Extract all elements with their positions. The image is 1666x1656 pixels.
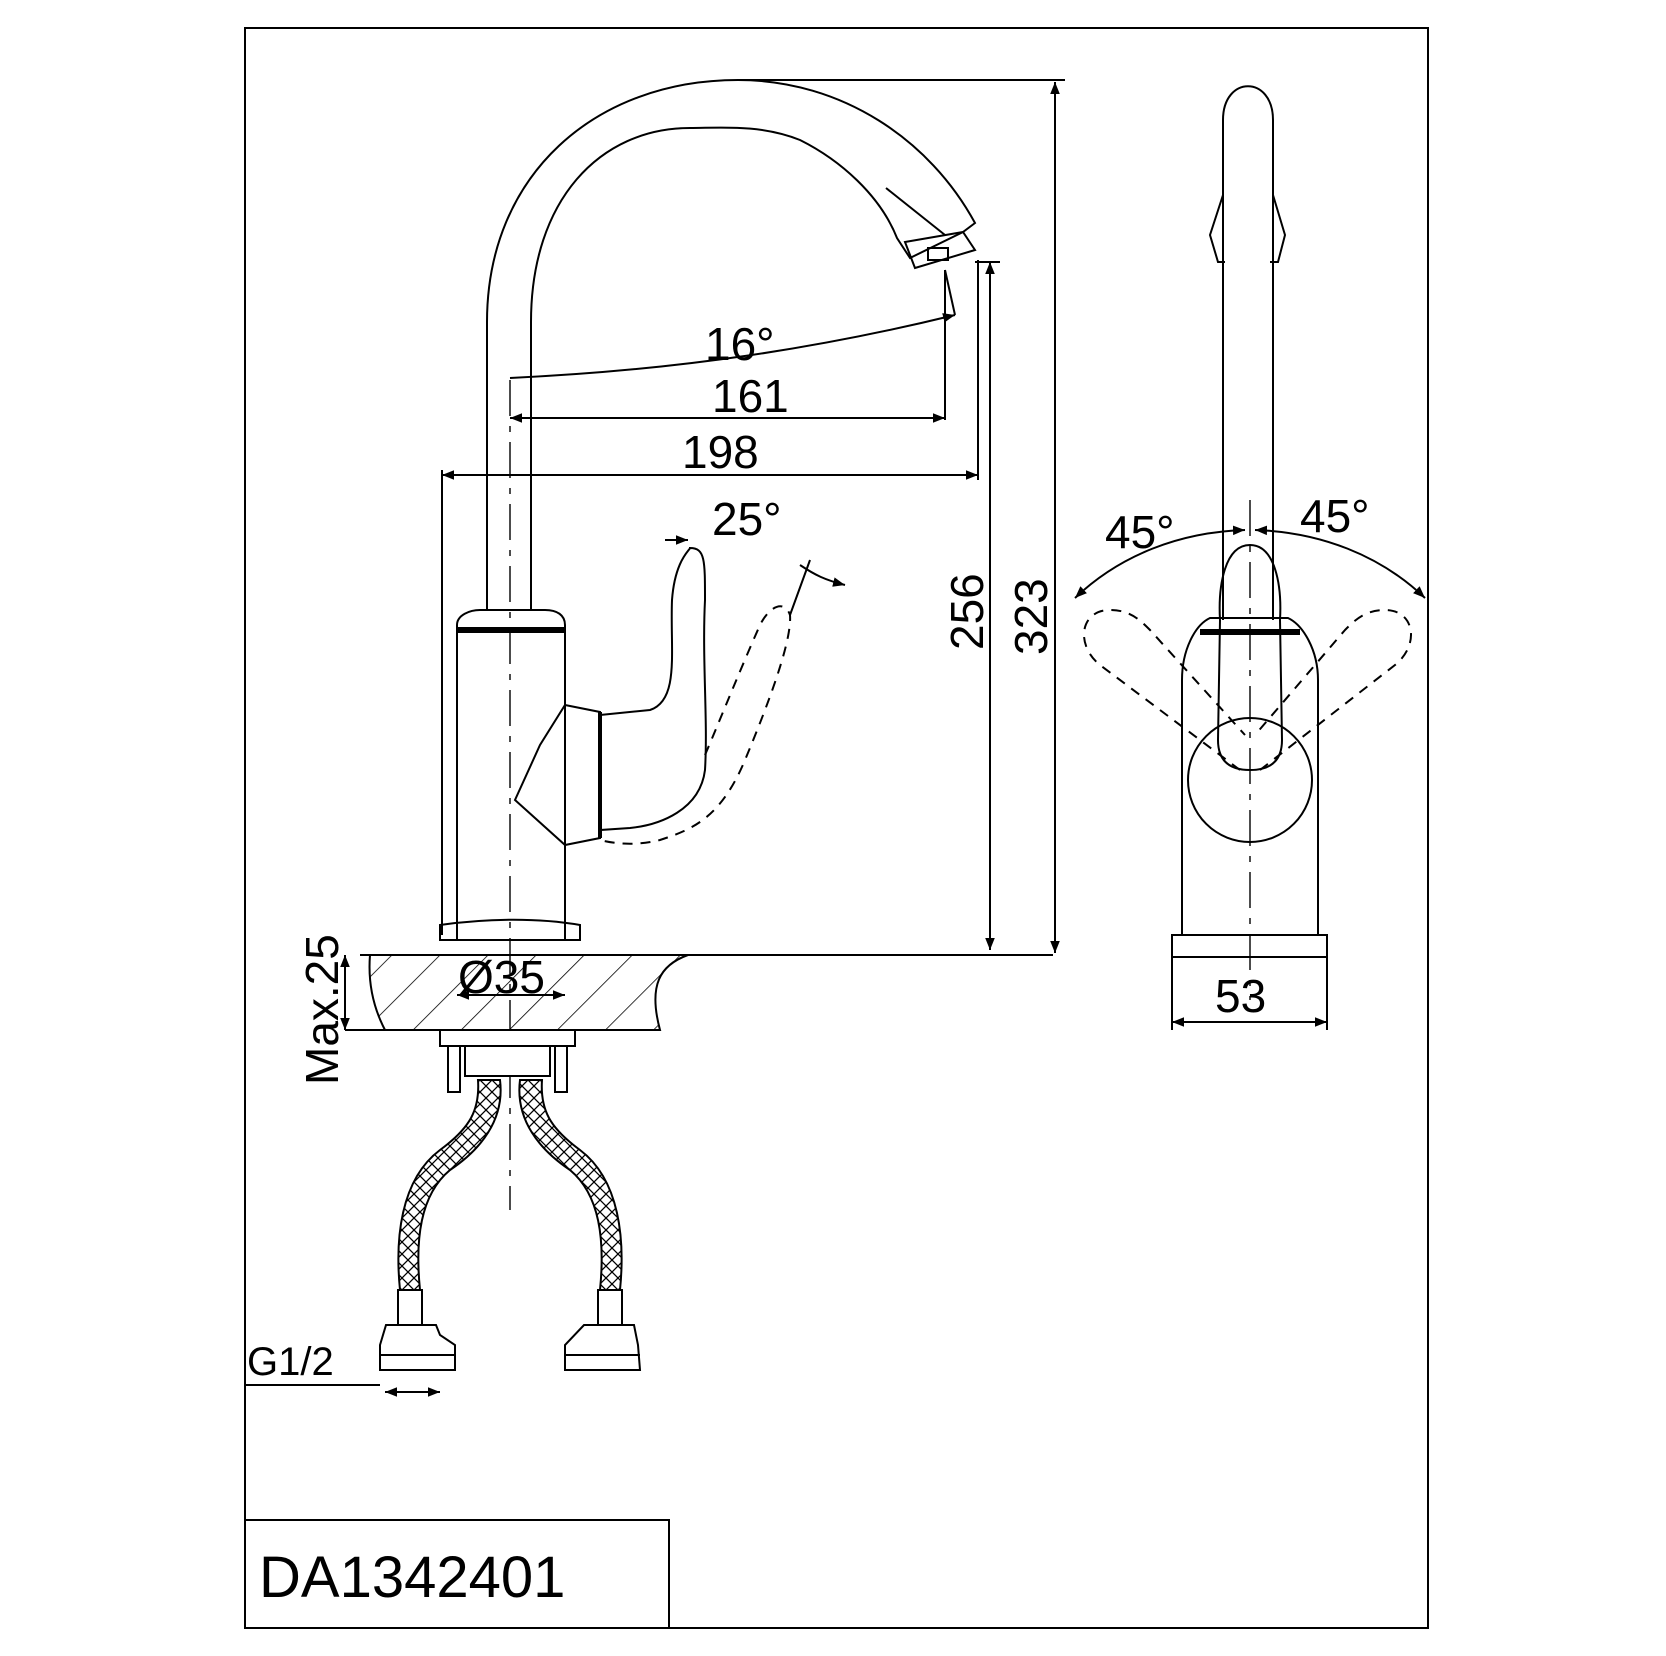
label-base-width: 53 (1215, 970, 1266, 1022)
label-max-deck-thickness: Max.25 (296, 934, 348, 1085)
drawing-border (244, 27, 1429, 1629)
label-spout-angle: 16° (705, 318, 775, 370)
mixer-body (456, 609, 566, 941)
aerator (903, 230, 977, 270)
front-view (1074, 85, 1426, 1030)
stud-left (447, 1045, 461, 1093)
lever (599, 546, 707, 832)
label-lever-angle: 25° (712, 493, 782, 545)
front-aerator (1208, 194, 1287, 263)
lever-tilted-ghost (599, 605, 792, 845)
mounting-plate (439, 1029, 576, 1047)
dim-45deg-left-arc (1074, 525, 1246, 599)
model-number: DA1342401 (259, 1545, 565, 1610)
dim-16deg-ext (944, 269, 956, 316)
label-hose-thread: G1/2 (247, 1340, 334, 1384)
front-spout (1222, 85, 1274, 620)
dim-25deg-ext (789, 559, 811, 616)
spout-outline (486, 78, 977, 611)
hose-right (518, 1079, 623, 1291)
ferrule-right (597, 1289, 623, 1326)
dim-25deg-right (799, 564, 846, 587)
ferrule-left (397, 1289, 423, 1326)
nut-left (379, 1324, 456, 1371)
dim-16deg-arc (509, 313, 956, 379)
label-spout-height: 256 (941, 573, 993, 650)
cartridge-housing (513, 703, 601, 847)
aerator-tip (927, 247, 949, 261)
label-overall-height: 323 (1005, 578, 1057, 655)
label-overall-reach: 198 (682, 426, 759, 478)
stud-right (554, 1045, 568, 1093)
body-base (439, 918, 581, 941)
side-view (245, 78, 1065, 1397)
label-left-rotation: 45° (1105, 506, 1175, 558)
mounting-nut (464, 1045, 551, 1077)
dim-45deg-right-arc (1254, 525, 1426, 599)
nut-right (564, 1324, 642, 1371)
front-body (1181, 617, 1319, 935)
title-block (244, 1519, 670, 1629)
aerator-line (885, 187, 946, 236)
label-right-rotation: 45° (1300, 490, 1370, 542)
front-lever-right-ghost (1254, 608, 1412, 771)
label-base-diameter: Ø35 (458, 951, 545, 1003)
hose-left (397, 1079, 502, 1291)
label-spout-reach: 161 (712, 370, 789, 422)
